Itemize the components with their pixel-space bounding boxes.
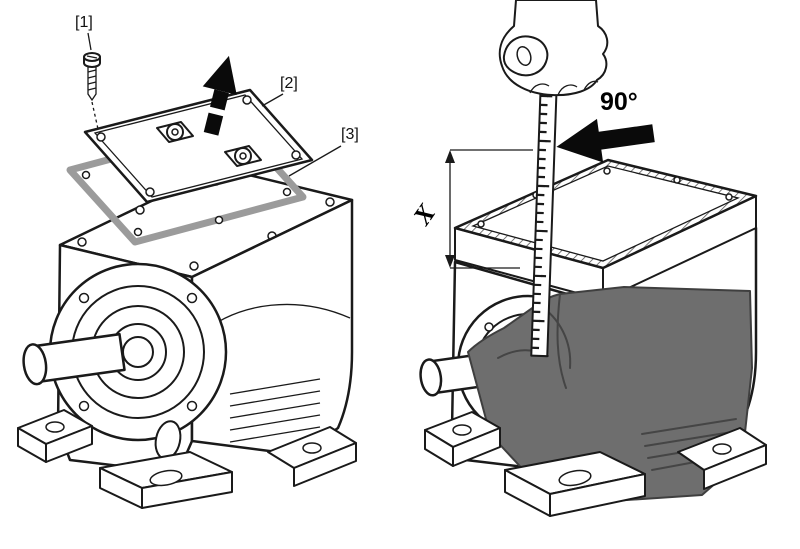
callout-1-leader	[87, 32, 92, 51]
left-unit-illustration: [1] [2] [3]	[17, 14, 359, 509]
callout-3-label: [3]	[341, 126, 359, 143]
rim-wall-right	[602, 195, 757, 301]
right-unit-illustration: X 90°	[407, 0, 767, 517]
dimension-x-label: X	[407, 199, 442, 231]
cover-plate	[83, 88, 314, 204]
callout-2-leader	[261, 93, 284, 107]
gear-housing	[17, 166, 357, 509]
bearing-bore	[48, 262, 228, 442]
callout-2-label: [2]	[280, 75, 298, 92]
housing-rim-hatched	[453, 158, 758, 270]
mounting-feet-right	[424, 411, 767, 517]
mounting-feet	[17, 409, 357, 509]
angle-label: 90°	[600, 88, 638, 116]
direction-arrow-icon	[556, 118, 655, 163]
removal-arrow-icon	[202, 55, 237, 136]
angle-annotation: 90°	[556, 88, 655, 163]
callouts: [1] [2] [3]	[75, 14, 359, 177]
output-shaft	[22, 332, 126, 386]
hand-illustration	[498, 0, 609, 97]
cooling-ribs	[229, 378, 321, 443]
callout-3-leader	[288, 145, 342, 177]
callout-1-label: [1]	[75, 14, 93, 31]
screw	[83, 52, 101, 130]
gasket-holes	[81, 130, 292, 237]
thumbnail	[516, 45, 532, 67]
